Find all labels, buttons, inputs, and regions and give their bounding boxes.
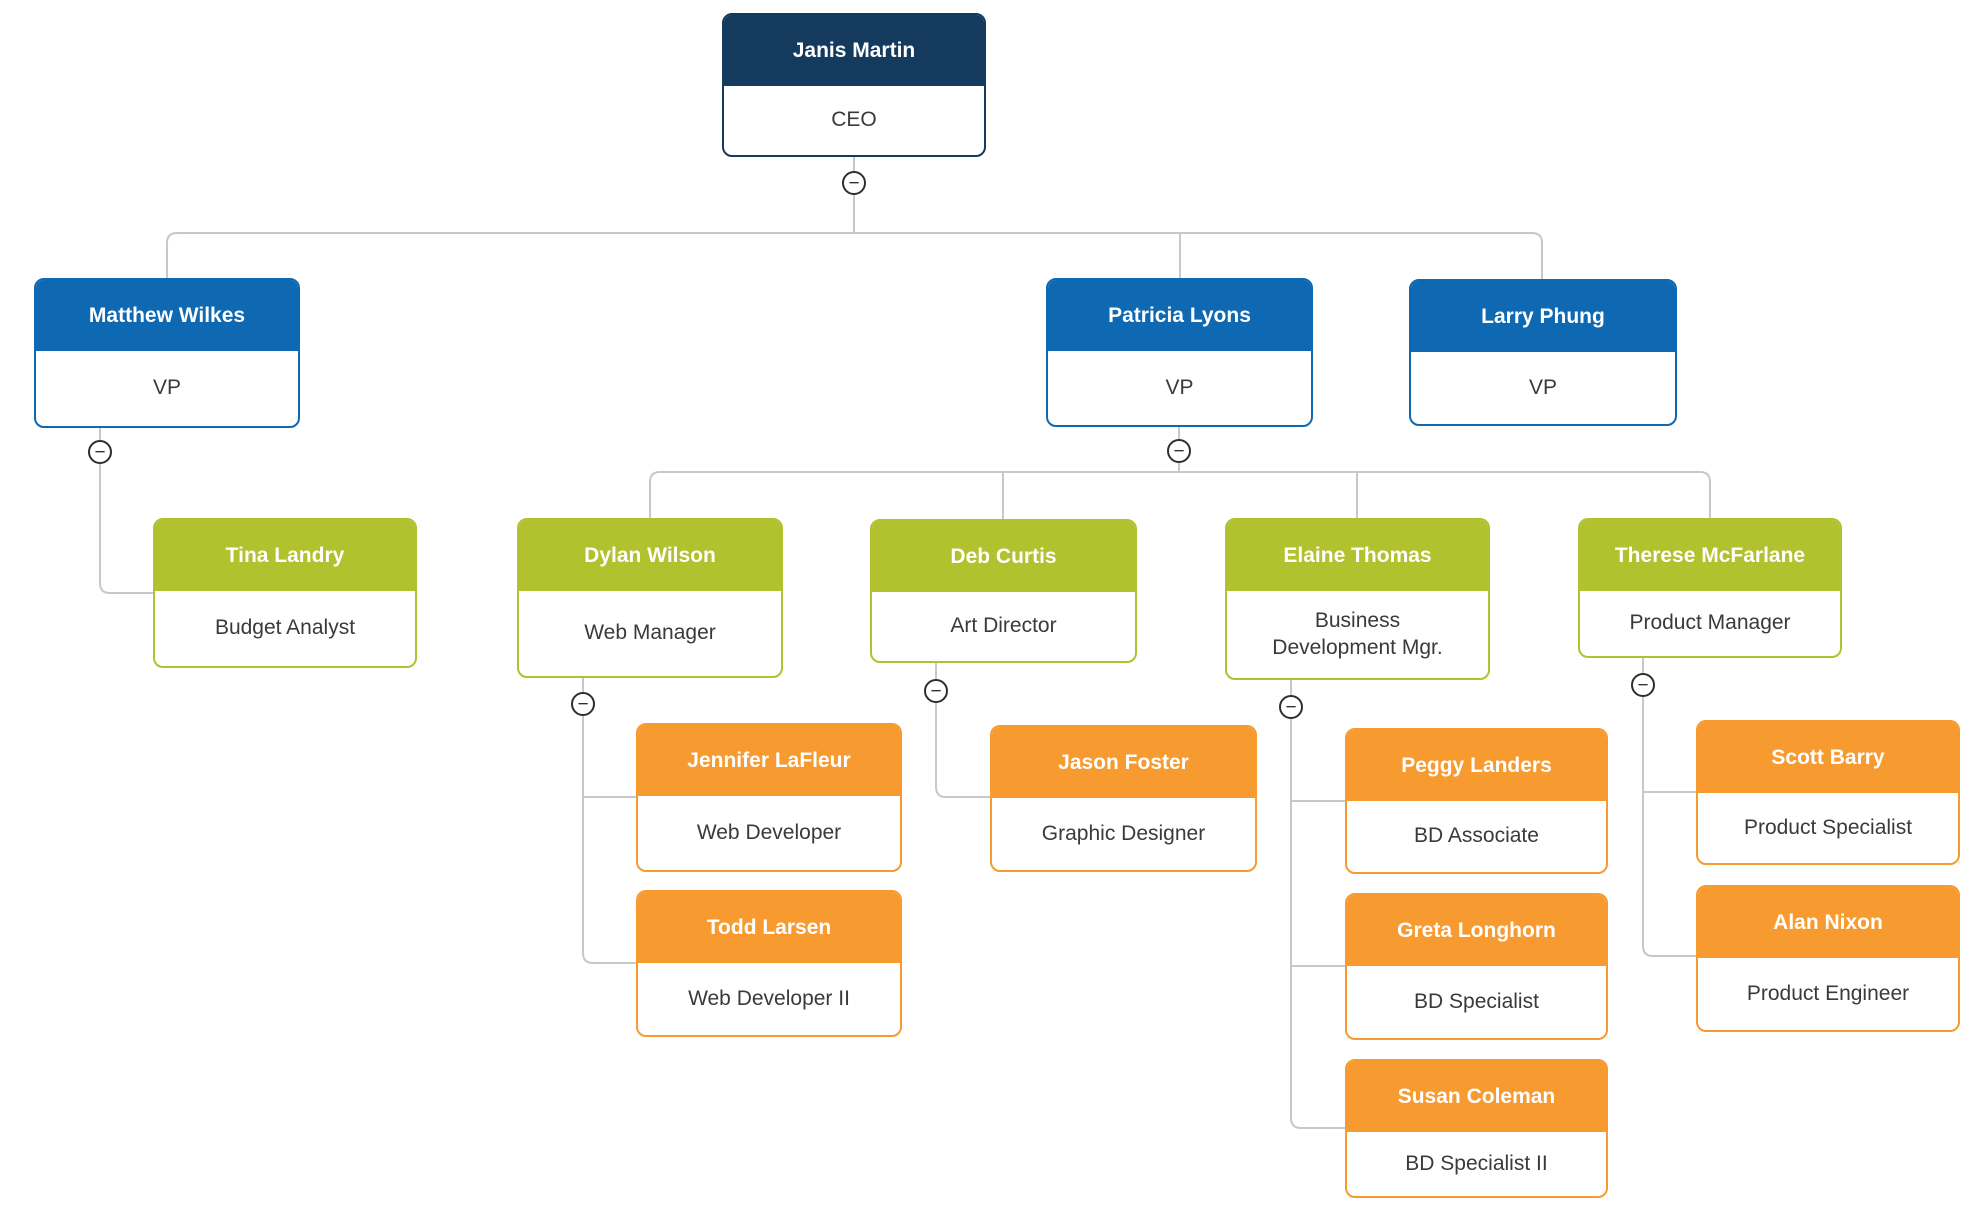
org-node-scott-barry[interactable]: Scott Barry Product Specialist [1696, 720, 1960, 865]
org-node-larry-phung[interactable]: Larry Phung VP [1409, 279, 1677, 426]
org-node-dylan-wilson[interactable]: Dylan Wilson Web Manager [517, 518, 783, 678]
org-node-greta-longhorn[interactable]: Greta Longhorn BD Specialist [1345, 893, 1608, 1040]
connector [1290, 719, 1345, 1129]
member-name: Susan Coleman [1347, 1061, 1606, 1132]
org-node-peggy-landers[interactable]: Peggy Landers BD Associate [1345, 728, 1608, 874]
connector [582, 716, 636, 964]
org-node-patricia-lyons[interactable]: Patricia Lyons VP [1046, 278, 1313, 427]
org-node-jennifer-lafleur[interactable]: Jennifer LaFleur Web Developer [636, 723, 902, 872]
member-title: Art Director [950, 614, 1057, 638]
collapse-button-elaine-thomas[interactable]: − [1279, 695, 1303, 719]
member-title: VP [152, 376, 181, 400]
org-node-tina-landry[interactable]: Tina Landry Budget Analyst [153, 518, 417, 668]
member-name: Greta Longhorn [1347, 895, 1606, 966]
member-title: Product Manager [1629, 611, 1791, 635]
member-title: Product Specialist [1743, 815, 1913, 839]
member-title: BD Specialist [1414, 989, 1539, 1013]
org-node-jason-foster[interactable]: Jason Foster Graphic Designer [990, 725, 1257, 872]
collapse-button-patricia-lyons[interactable]: − [1167, 439, 1191, 463]
member-title: Web Developer [696, 820, 842, 844]
member-name: Matthew Wilkes [36, 280, 298, 351]
member-title: VP [1528, 375, 1557, 399]
connector [1642, 697, 1696, 957]
org-node-alan-nixon[interactable]: Alan Nixon Product Engineer [1696, 885, 1960, 1032]
org-node-matthew-wilkes[interactable]: Matthew Wilkes VP [34, 278, 300, 428]
collapse-button-therese-mcfarlane[interactable]: − [1631, 673, 1655, 697]
member-name: Therese McFarlane [1580, 520, 1840, 591]
member-title: Web Developer II [688, 986, 850, 1010]
collapse-button-dylan-wilson[interactable]: − [571, 692, 595, 716]
member-title: CEO [831, 108, 877, 132]
collapse-button-matthew-wilkes[interactable]: − [88, 440, 112, 464]
member-name: Larry Phung [1411, 281, 1675, 352]
member-name: Jennifer LaFleur [638, 725, 900, 796]
connector [935, 703, 990, 798]
member-name: Alan Nixon [1698, 887, 1958, 958]
member-name: Janis Martin [724, 15, 984, 86]
member-title: Product Engineer [1746, 981, 1910, 1005]
member-name: Dylan Wilson [519, 520, 781, 591]
org-node-elaine-thomas[interactable]: Elaine Thomas Business Development Mgr. [1225, 518, 1490, 680]
member-name: Deb Curtis [872, 521, 1135, 592]
collapse-button-janis-martin[interactable]: − [842, 171, 866, 195]
member-title: Graphic Designer [1041, 821, 1206, 845]
member-name: Elaine Thomas [1227, 520, 1488, 591]
member-name: Todd Larsen [638, 892, 900, 963]
member-title: Web Manager [584, 621, 716, 645]
member-name: Tina Landry [155, 520, 415, 591]
member-title: BD Specialist II [1405, 1151, 1548, 1175]
org-node-janis-martin[interactable]: Janis Martin CEO [722, 13, 986, 157]
member-name: Peggy Landers [1347, 730, 1606, 801]
org-node-susan-coleman[interactable]: Susan Coleman BD Specialist II [1345, 1059, 1608, 1198]
org-node-todd-larsen[interactable]: Todd Larsen Web Developer II [636, 890, 902, 1037]
connector [99, 464, 153, 594]
member-name: Scott Barry [1698, 722, 1958, 793]
connector [649, 471, 1711, 518]
member-title: Business Development Mgr. [1272, 609, 1443, 659]
collapse-button-deb-curtis[interactable]: − [924, 679, 948, 703]
org-node-therese-mcfarlane[interactable]: Therese McFarlane Product Manager [1578, 518, 1842, 658]
member-name: Patricia Lyons [1048, 280, 1311, 351]
member-title: Budget Analyst [214, 616, 356, 640]
org-node-deb-curtis[interactable]: Deb Curtis Art Director [870, 519, 1137, 663]
member-title: BD Associate [1414, 824, 1539, 848]
member-name: Jason Foster [992, 727, 1255, 798]
connector [166, 232, 1543, 279]
member-title: VP [1165, 375, 1194, 399]
